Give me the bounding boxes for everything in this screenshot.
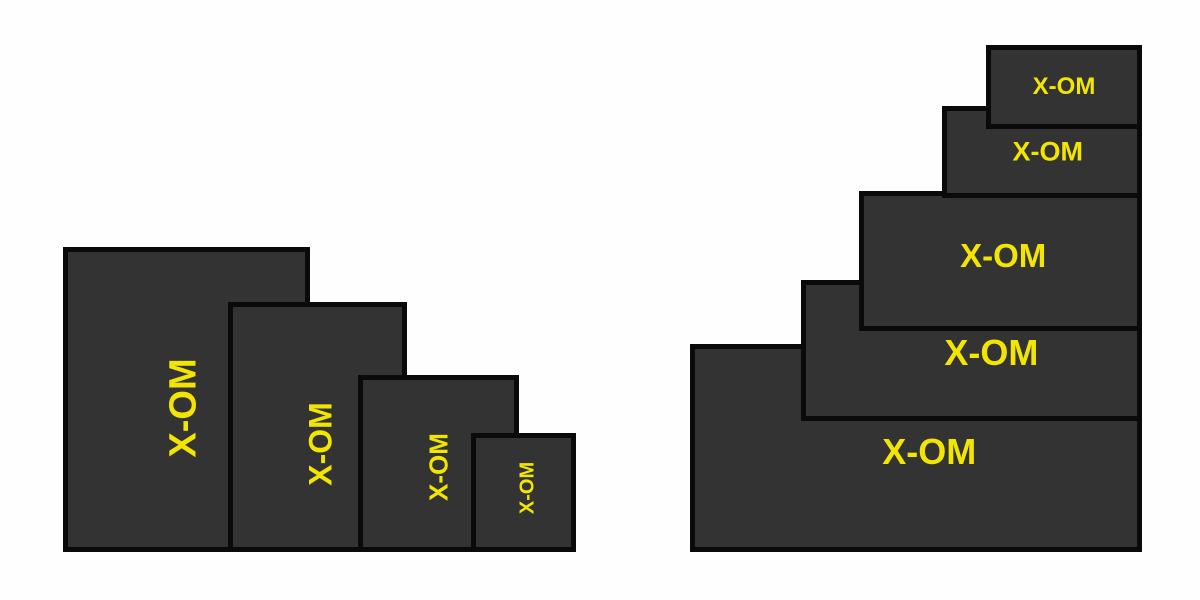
left-box-1-label: X-OM bbox=[162, 358, 205, 458]
right-box-2-label: X-OM bbox=[944, 332, 1039, 374]
right-box-4-label: X-OM bbox=[1012, 136, 1083, 167]
left-box-3-label: X-OM bbox=[423, 432, 453, 501]
left-box-4-label: X-OM bbox=[516, 462, 539, 515]
right-box-3-label: X-OM bbox=[960, 236, 1047, 274]
left-box-2-label: X-OM bbox=[302, 402, 339, 486]
right-box-5: X-OM bbox=[986, 45, 1142, 129]
right-box-5-label: X-OM bbox=[1032, 73, 1096, 100]
right-box-3: X-OM bbox=[859, 191, 1142, 331]
left-box-4: X-OM bbox=[471, 433, 576, 552]
right-box-1: X-OM bbox=[690, 344, 1142, 552]
right-box-1-label: X-OM bbox=[882, 430, 977, 472]
